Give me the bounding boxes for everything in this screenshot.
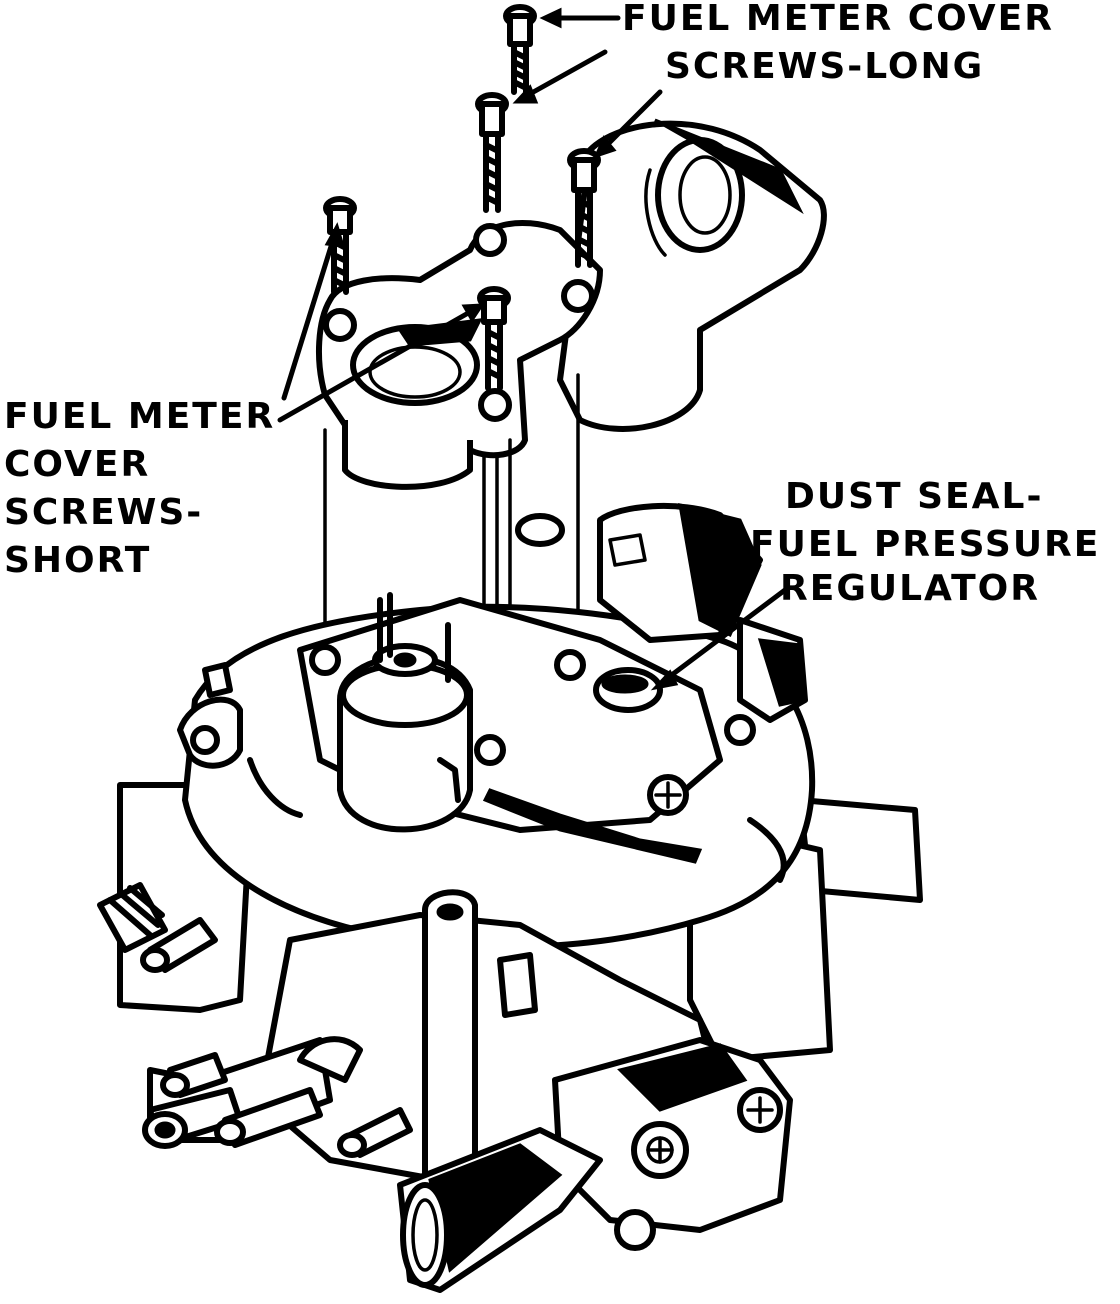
- long-screw-1: [503, 4, 537, 95]
- arrowhead-dust-seal: [650, 669, 679, 691]
- arrowhead-short-2: [461, 303, 485, 323]
- label-short-line-4: SHORT: [4, 540, 151, 581]
- label-fuel-meter-cover-screws-short: FUEL METER COVER SCREWS- SHORT: [4, 396, 275, 581]
- arrowhead-long-1: [539, 7, 562, 29]
- label-long-line-1: FUEL METER COVER: [622, 0, 1054, 39]
- throttle-body: [97, 502, 923, 1293]
- label-short-line-1: FUEL METER: [4, 396, 275, 437]
- label-long-line-2: SCREWS-LONG: [665, 46, 984, 87]
- short-screw-2: [477, 286, 511, 391]
- label-short-line-3: SCREWS-: [4, 492, 203, 533]
- leader-short-2: [277, 309, 473, 423]
- leader-lines: [277, 7, 788, 691]
- label-dust-seal-fuel-pressure-regulator: DUST SEAL- FUEL PRESSURE REGULATOR: [750, 476, 1100, 609]
- leader-dust-seal: [662, 587, 788, 683]
- arrowhead-short-1: [324, 222, 346, 248]
- label-dust-seal-line-2: FUEL PRESSURE: [750, 524, 1100, 565]
- label-dust-seal-line-1: DUST SEAL-: [785, 476, 1043, 517]
- label-dust-seal-line-3: REGULATOR: [780, 568, 1040, 609]
- long-screw-3: [567, 148, 601, 268]
- leader-long-2: [525, 49, 608, 98]
- label-short-line-2: COVER: [4, 444, 150, 485]
- fuel-meter-cover: [315, 118, 827, 490]
- arrowhead-long-2: [512, 84, 539, 104]
- leader-long-3: [601, 89, 663, 151]
- label-fuel-meter-cover-screws-long: FUEL METER COVER SCREWS-LONG: [622, 0, 1054, 87]
- arrowhead-long-3: [593, 135, 617, 159]
- leader-short-1: [281, 237, 336, 401]
- long-screw-2: [475, 92, 509, 213]
